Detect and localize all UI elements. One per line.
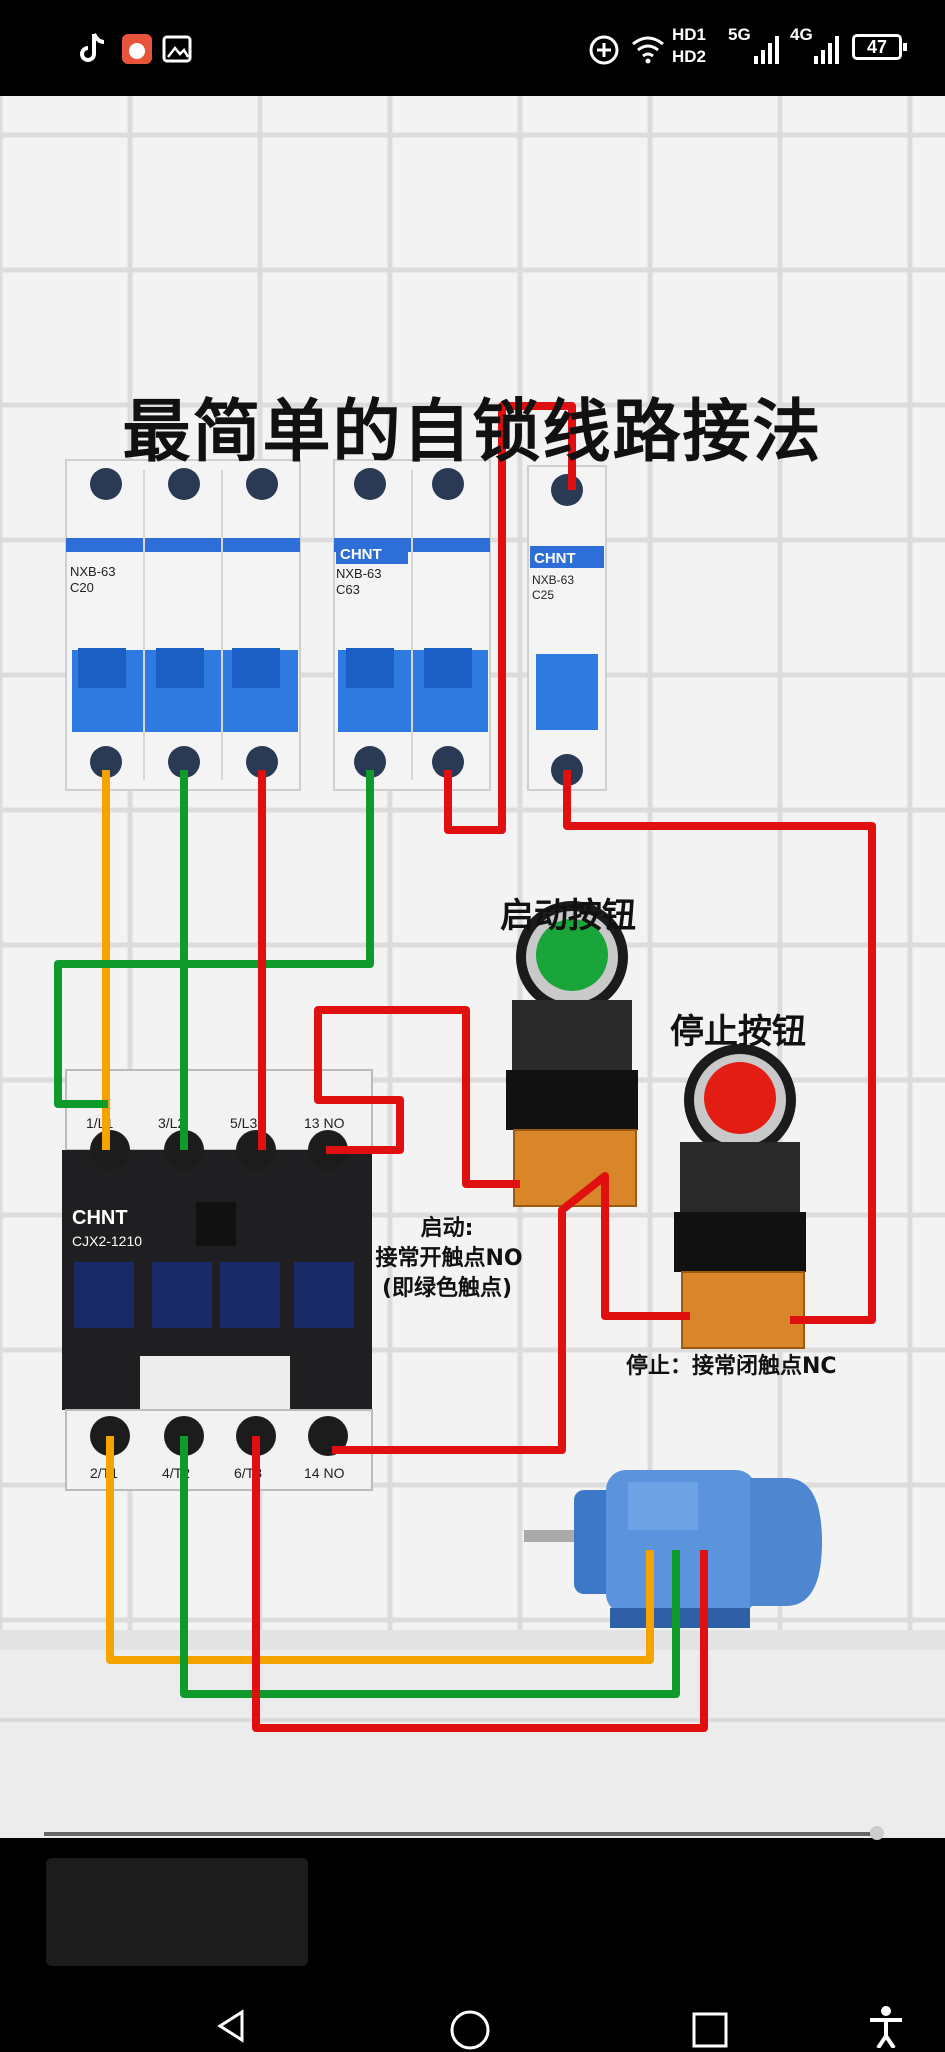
breaker-3pole <box>65 459 301 791</box>
breaker2-model: NXB-63 <box>336 566 382 581</box>
back-icon[interactable] <box>214 2008 250 2044</box>
breaker-2pole <box>333 459 491 791</box>
app-icon <box>122 34 152 64</box>
start-button <box>506 901 638 1207</box>
battery-icon: 47 <box>852 34 907 60</box>
wifi-icon <box>632 36 664 64</box>
start-note: 启动: 接常开触点NO (即绿色触点) <box>375 1214 522 1304</box>
wiring-diagram: NXB-63 C20 CHNT NXB-63 C63 CHNT NXB-63 C… <box>0 96 945 1838</box>
add-circle-icon <box>589 35 619 65</box>
diagram-title: 最简单的自锁线路接法 <box>122 393 823 472</box>
signal-icon <box>754 36 779 64</box>
tiktok-icon <box>80 33 105 62</box>
stop-button <box>674 1044 806 1349</box>
gallery-icon <box>162 35 192 63</box>
recents-icon[interactable] <box>690 2010 730 2050</box>
video-thumbnail[interactable] <box>46 1858 308 1966</box>
network-5g-label: 5G <box>728 25 751 44</box>
status-bar: HD1 HD2 5G 4G 47 <box>0 0 945 96</box>
accessibility-icon[interactable] <box>866 2004 906 2048</box>
breaker3-rating: C25 <box>532 588 554 602</box>
network-4g-label: 4G <box>790 25 813 44</box>
breaker2-brand: CHNT <box>340 546 382 563</box>
stop-button-label: 停止按钮 <box>670 1012 806 1052</box>
bottom-terminal-4: 14 NO <box>304 1465 345 1481</box>
breaker-1pole <box>527 465 607 791</box>
contactor <box>62 1069 373 1491</box>
home-icon[interactable] <box>448 2008 492 2052</box>
start-note-line1: 启动: <box>420 1216 474 1241</box>
wires <box>54 402 876 1732</box>
motor <box>524 1470 822 1628</box>
navigation-bar <box>0 1990 945 2050</box>
hd2-label: HD2 <box>672 47 707 66</box>
start-note-line3: (即绿色触点) <box>381 1276 513 1301</box>
breaker3-brand: CHNT <box>534 550 576 567</box>
stop-note: 停止：接常闭触点NC <box>626 1354 837 1379</box>
hd1-label: HD1 <box>672 25 707 44</box>
progress-handle[interactable] <box>870 1826 884 1840</box>
breaker1-rating: C20 <box>70 580 94 595</box>
start-note-line2: 接常开触点NO <box>375 1246 523 1271</box>
breaker1-model: NXB-63 <box>70 564 116 579</box>
top-terminal-4: 13 NO <box>304 1115 345 1131</box>
video-player[interactable]: NXB-63 C20 CHNT NXB-63 C63 CHNT NXB-63 C… <box>0 96 945 1838</box>
signal-icon <box>814 36 839 64</box>
top-terminal-3: 5/L3 <box>230 1115 257 1131</box>
start-button-label: 启动按钮 <box>500 896 636 936</box>
breaker2-rating: C63 <box>336 582 360 597</box>
contactor-model: CJX2-1210 <box>72 1233 142 1249</box>
battery-level: 47 <box>866 37 888 57</box>
contactor-brand: CHNT <box>72 1207 128 1229</box>
video-progress-bar[interactable] <box>44 1832 882 1836</box>
top-terminal-2: 3/L2 <box>158 1115 185 1131</box>
breaker3-model: NXB-63 <box>532 573 574 587</box>
